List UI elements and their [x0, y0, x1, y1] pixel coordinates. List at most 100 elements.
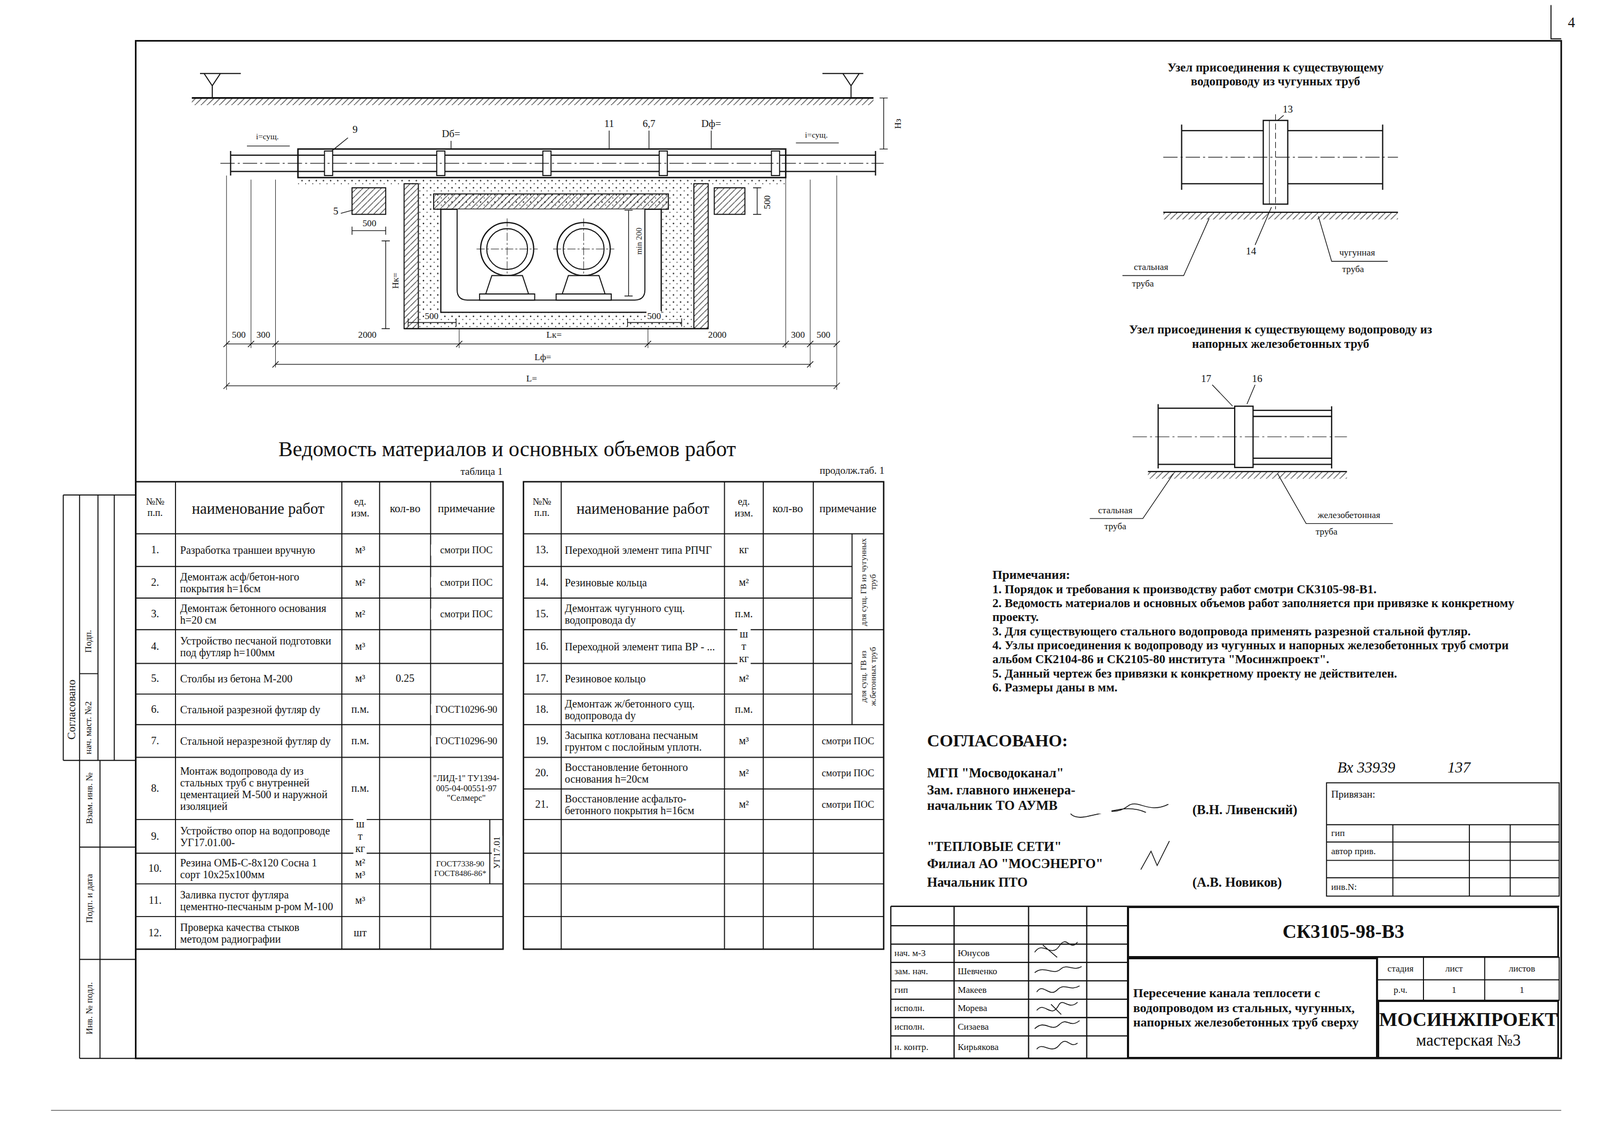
- workshop-name: мастерская №3: [1416, 1030, 1521, 1050]
- crossing-section: [624, 210, 633, 296]
- stage-cell: стадия: [1387, 963, 1415, 974]
- part-label: труба: [1315, 526, 1339, 538]
- dimension-label: Lк=: [546, 329, 563, 341]
- slope-label: i=сущ.: [804, 130, 829, 140]
- crossing-section: [457, 209, 645, 300]
- table-cell: Резина ОМБ-С-8х120 Сосна 1 сорт 10х25х10…: [179, 856, 340, 880]
- row-number: 5.: [150, 672, 160, 685]
- page-number: 4: [1567, 14, 1576, 31]
- approval-text: Зам. главного инженера-начальник ТО АУМВ: [926, 782, 1111, 813]
- table-header: №№ п.п.: [529, 496, 555, 519]
- crossing-section: [200, 73, 242, 99]
- row-number: 7.: [150, 734, 160, 747]
- note-text: 5. Данный чертеж без привязки к конкретн…: [992, 666, 1550, 681]
- stamp-role: зам. нач.: [893, 966, 929, 977]
- title-block-grid: [890, 906, 1559, 1059]
- table-cell: Демонтаж чугунного сущ. водопровода dy: [564, 602, 723, 626]
- unit-cell: п.м.: [734, 607, 754, 620]
- binding-box: [1326, 782, 1559, 896]
- sheet-frame: [51, 5, 1562, 1111]
- part-label: стальная: [1133, 261, 1169, 273]
- table-header: примечание: [437, 501, 496, 515]
- unit-cell: м²: [738, 576, 750, 589]
- table-cell: Восстановление бетонного основания h=20с…: [564, 761, 723, 785]
- callout-number: 14: [1245, 245, 1257, 258]
- dimension-label: 500: [646, 310, 662, 322]
- table-grid: [135, 481, 503, 949]
- note-text: 6. Размеры даны в мм.: [992, 680, 1550, 695]
- dimension-label: 300: [256, 329, 271, 341]
- stamp-role: исполн.: [893, 1021, 926, 1032]
- signature: [1140, 840, 1170, 870]
- note-text: 2. Ведомость материалов и основных объем…: [992, 596, 1550, 625]
- detail-title: Узел присоединения к существующему водоп…: [1137, 60, 1414, 89]
- dimension-label: 500: [362, 218, 378, 229]
- crossing-section: [192, 73, 888, 390]
- crossing-section: [879, 98, 888, 150]
- row-number: 19.: [534, 734, 549, 747]
- unit-cell: м³: [354, 893, 366, 907]
- table-cell: Демонтаж асф/бетон-ного покрытия h=16см: [179, 570, 340, 594]
- row-number: 9.: [150, 829, 160, 843]
- unit-cell: м² м³: [353, 856, 367, 881]
- dimension-label: Lф=: [533, 352, 552, 363]
- note-text: 4. Узлы присоединения к водопроводу из ч…: [992, 638, 1550, 667]
- crossing-section: [223, 340, 840, 347]
- crossing-section: [753, 187, 762, 215]
- stamp-role: исполн.: [893, 1003, 926, 1014]
- side-stamp-label: Инв. № подл.: [84, 981, 95, 1035]
- concrete-joint-detail: [1132, 436, 1348, 437]
- callout-number: 11: [603, 117, 615, 130]
- callout-number: 13: [1282, 103, 1294, 116]
- slope-label: i=сущ.: [255, 132, 280, 142]
- crossing-section: [340, 210, 386, 235]
- approval-text: Филиал АО "МОСЭНЕРГО": [926, 856, 1104, 872]
- cast-iron-joint-detail: [1275, 114, 1276, 210]
- signature: [1036, 1041, 1078, 1050]
- remark-cell: для сущ. ГВ из чугунных труб: [859, 536, 878, 627]
- remark-cell: смотри ПОС: [430, 608, 502, 620]
- dimension-label: L=: [525, 373, 538, 384]
- table-cell: Переходной элемент типа ВР - ...: [564, 640, 723, 653]
- crossing-section: [441, 209, 662, 312]
- unit-cell: м²: [738, 797, 750, 811]
- unit-cell: м³: [354, 544, 366, 557]
- person-name: Шевченко: [957, 966, 998, 977]
- row-number: 15.: [534, 607, 549, 620]
- person-name: Макеев: [957, 984, 988, 995]
- side-stamp-label: Согласовано: [65, 678, 78, 740]
- table-cell: Демонтаж бетонного основания h=20 см: [179, 602, 340, 626]
- callout-number: 9: [352, 123, 359, 136]
- remark-cell: ГОСТ10296-90: [430, 703, 502, 715]
- row-number: 3.: [150, 607, 160, 620]
- table-cell: Переходной элемент типа РПЧГ: [564, 544, 723, 556]
- cast-iron-joint-detail: [1163, 156, 1398, 158]
- row-number: 10.: [147, 862, 163, 875]
- crossing-section: [192, 98, 874, 106]
- table-cell: Устройство опор на водопроводе УГ17.01.0…: [179, 824, 340, 848]
- stamp-description: Пересечение канала теплосети с водопрово…: [1133, 985, 1372, 1030]
- unit-cell: кг: [738, 544, 750, 557]
- unit-cell: м³: [738, 734, 750, 747]
- table-grid: [135, 481, 884, 949]
- sheet-frame: [51, 1109, 1562, 1111]
- crossing-section: [479, 275, 612, 301]
- unit-cell: шт кг: [353, 817, 367, 855]
- note-text: 3. Для существующего стального водопрово…: [992, 624, 1550, 639]
- unit-cell: м²: [354, 607, 366, 620]
- unit-cell: м²: [354, 576, 366, 589]
- callout-number: 17: [1200, 372, 1212, 385]
- row-number: 20.: [534, 766, 549, 780]
- table-cell: Заливка пустот футляра цементно-песчаным…: [179, 888, 340, 912]
- table-cell: Стальной неразрезной футляр dy: [179, 734, 340, 747]
- table-header: №№ п.п.: [142, 496, 168, 519]
- binding-box: [1326, 824, 1559, 896]
- approval-heading: СОГЛАСОВАНО:: [926, 730, 1069, 751]
- table-cell: Устройство песчаной подготовки под футля…: [179, 634, 340, 659]
- table-header: примечание: [818, 501, 877, 515]
- concrete-joint-detail: [1158, 404, 1332, 469]
- handwritten-note: 137: [1446, 758, 1471, 776]
- unit-cell: п.м.: [734, 702, 754, 716]
- stamp-label: автор прив.: [1330, 845, 1377, 856]
- stamp-cell: МОСИНЖПРОЕКТмастерская №3: [1377, 1000, 1560, 1059]
